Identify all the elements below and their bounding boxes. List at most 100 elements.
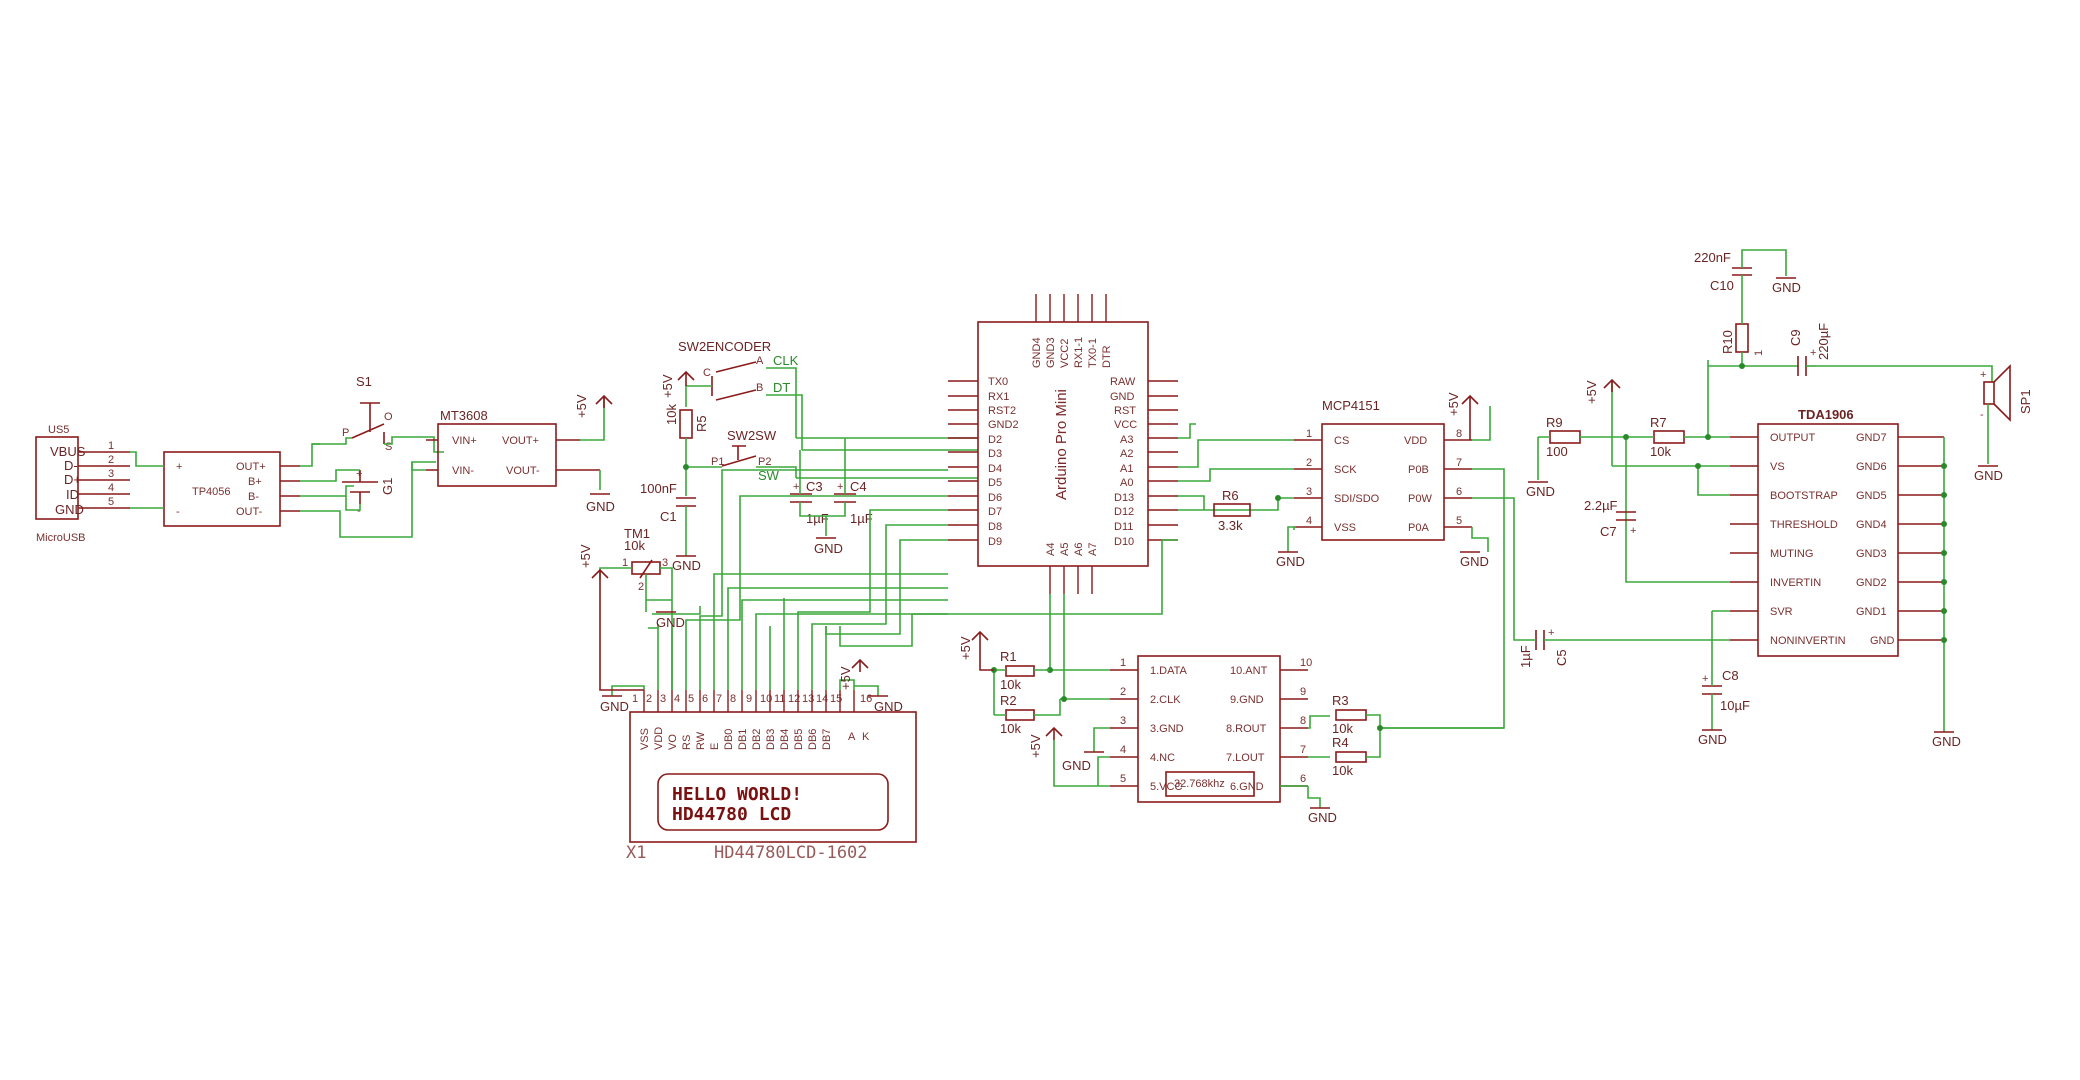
svg-text:B-: B-: [248, 491, 259, 503]
gnd-lcd-right: GND: [868, 695, 903, 714]
svg-text:5: 5: [1120, 773, 1126, 785]
capacitor-c1[interactable]: 100nF C1: [640, 481, 696, 524]
capacitor-c7[interactable]: 2.2µF C7 +: [1584, 498, 1636, 539]
arduino-pro-mini[interactable]: Arduino Pro Mini TX0 RX1 RST2 GND2 D2 D3…: [948, 294, 1178, 594]
svg-text:P0W: P0W: [1408, 493, 1432, 505]
svg-text:+5V: +5V: [660, 374, 675, 398]
svg-text:GND: GND: [1698, 732, 1727, 747]
svg-text:OUT-: OUT-: [236, 506, 263, 518]
svg-text:P2: P2: [758, 456, 771, 468]
speaker-sp1[interactable]: + - SP1: [1980, 364, 2033, 422]
svg-text:11: 11: [774, 693, 785, 705]
svg-text:5: 5: [108, 496, 114, 508]
lcd-pin-names: VSS VDD VO RS RW E DB0 DB1 DB2 DB3 DB4 D…: [639, 727, 870, 750]
power-switch-s1[interactable]: S1 P O S: [342, 374, 393, 453]
svg-text:DB4: DB4: [779, 729, 791, 750]
svg-text:1: 1: [1306, 428, 1312, 440]
micro-usb-connector[interactable]: US5 MicroUSB VBUS D- D+ ID GND 1 2 3 4 5: [35, 424, 130, 544]
svg-text:GND3: GND3: [1856, 548, 1887, 560]
capacitor-c4[interactable]: + C4 1µF: [834, 479, 873, 526]
svg-text:VIN+: VIN+: [452, 435, 477, 447]
resistor-r10[interactable]: R10 1: [1720, 323, 1765, 356]
svg-text:GND: GND: [656, 615, 685, 630]
svg-text:100: 100: [1546, 444, 1568, 459]
svg-text:-: -: [176, 506, 180, 518]
encoder-push-switch[interactable]: SW2SW P1 P2 SW: [711, 428, 780, 483]
svg-text:5: 5: [1456, 515, 1462, 527]
svg-text:1: 1: [108, 440, 114, 452]
svg-text:GND6: GND6: [1856, 461, 1887, 473]
svg-text:TM1: TM1: [624, 526, 650, 541]
svg-text:VCC: VCC: [1114, 419, 1137, 431]
lcd-ref: X1: [626, 843, 646, 863]
plus5v-tm1: +5V: [578, 544, 644, 691]
resistor-r6[interactable]: R6 3.3k: [1213, 488, 1251, 533]
svg-text:R3: R3: [1332, 693, 1349, 708]
svg-text:100nF: 100nF: [640, 481, 677, 496]
svg-text:RST2: RST2: [988, 405, 1016, 417]
svg-text:1µF: 1µF: [850, 511, 873, 526]
net-sw: SW: [758, 468, 780, 483]
svg-text:+5V: +5V: [1584, 380, 1599, 404]
svg-text:1: 1: [1120, 657, 1126, 669]
svg-text:GND: GND: [586, 499, 615, 514]
svg-text:1.DATA: 1.DATA: [1150, 665, 1188, 677]
svg-text:C3: C3: [806, 479, 823, 494]
gnd-c1: GND: [672, 555, 701, 573]
capacitor-c9[interactable]: + C9 220µF: [1788, 323, 1831, 376]
resistor-r1[interactable]: R1 10k: [1000, 649, 1035, 692]
fm-radio-module[interactable]: 32.768khz 1.DATA 2.CLK 3.GND 4.NC 5.VCC …: [1110, 655, 1312, 803]
resistor-r9[interactable]: R9 100: [1546, 415, 1581, 459]
mt3608-boost-module[interactable]: MT3608 VIN+ VIN- VOUT+ VOUT-: [426, 408, 600, 487]
svg-text:GND3: GND3: [1045, 337, 1057, 368]
svg-text:GND1: GND1: [1856, 606, 1887, 618]
svg-text:+: +: [793, 481, 799, 493]
svg-text:8: 8: [1300, 715, 1306, 727]
mcp4151-digipot[interactable]: MCP4151 CS SCK SDI/SDO VSS VDD P0B P0W P…: [1294, 398, 1472, 541]
svg-text:4: 4: [108, 482, 114, 494]
svg-text:GND: GND: [672, 558, 701, 573]
lcd-pin-numbers: 1 2 3 4 5 6 7 8 9 10 11 12 13 14 15 16: [632, 693, 872, 705]
resistor-r3[interactable]: R3 10k: [1332, 693, 1367, 736]
rotary-encoder-sw2[interactable]: SW2ENCODER C A B CLK DT: [678, 339, 799, 401]
tda1906-amplifier[interactable]: TDA1906 OUTPUT VS BOOTSTRAP THRESHOLD MU…: [1730, 407, 1944, 657]
svg-text:6: 6: [1456, 486, 1462, 498]
svg-text:VCC2: VCC2: [1059, 339, 1071, 368]
svg-text:GND4: GND4: [1031, 337, 1043, 368]
gnd-mt3608: GND: [586, 493, 615, 514]
svg-text:GND5: GND5: [1856, 490, 1887, 502]
resistor-r7[interactable]: R7 10k: [1650, 415, 1685, 459]
mt3608-label: MT3608: [440, 408, 488, 423]
svg-text:A: A: [848, 731, 856, 743]
svg-text:8: 8: [730, 693, 736, 705]
svg-text:GND: GND: [1932, 734, 1961, 749]
capacitor-c10[interactable]: 220nF C10: [1694, 250, 1752, 293]
svg-text:-: -: [1980, 409, 1984, 421]
lcd-hd44780[interactable]: HELLO WORLD! HD44780 LCD X1 HD44780LCD-1…: [626, 690, 917, 863]
svg-text:GND: GND: [1772, 280, 1801, 295]
battery-g1[interactable]: + - G1: [342, 468, 395, 517]
capacitor-c3[interactable]: + C3 1µF: [790, 479, 829, 526]
svg-text:2: 2: [638, 581, 644, 593]
svg-text:2: 2: [1306, 457, 1312, 469]
usb-pin-dminus: D-: [64, 458, 78, 473]
plus5v-mcp: +5V: [1446, 392, 1479, 440]
arduino-top-pins: GND4 GND3 VCC2 RX1-1 TX0-1 DTR: [1031, 337, 1113, 368]
gnd-mcp-right: GND: [1460, 551, 1489, 569]
tp4056-module[interactable]: + - TP4056 OUT+ B+ B- OUT-: [163, 451, 300, 527]
capacitor-c5[interactable]: 1µF C5 +: [1518, 627, 1569, 668]
capacitor-c8[interactable]: + C8 10µF: [1702, 668, 1750, 713]
tda1906-label: TDA1906: [1798, 407, 1854, 422]
usb-pin-id: ID: [66, 487, 79, 502]
resistor-r5[interactable]: 10k R5: [664, 404, 709, 439]
svg-text:R9: R9: [1546, 415, 1563, 430]
svg-text:GND: GND: [1276, 554, 1305, 569]
svg-text:B+: B+: [248, 476, 262, 488]
svg-text:14: 14: [816, 693, 828, 705]
mcp4151-label: MCP4151: [1322, 398, 1380, 413]
svg-text:VIN-: VIN-: [452, 465, 474, 477]
resistor-r4[interactable]: R4 10k: [1332, 735, 1367, 778]
svg-text:R5: R5: [694, 415, 709, 432]
gnd-speaker: GND: [1974, 465, 2003, 483]
trimmer-tm1[interactable]: TM1 10k 1 3 2: [622, 526, 668, 593]
